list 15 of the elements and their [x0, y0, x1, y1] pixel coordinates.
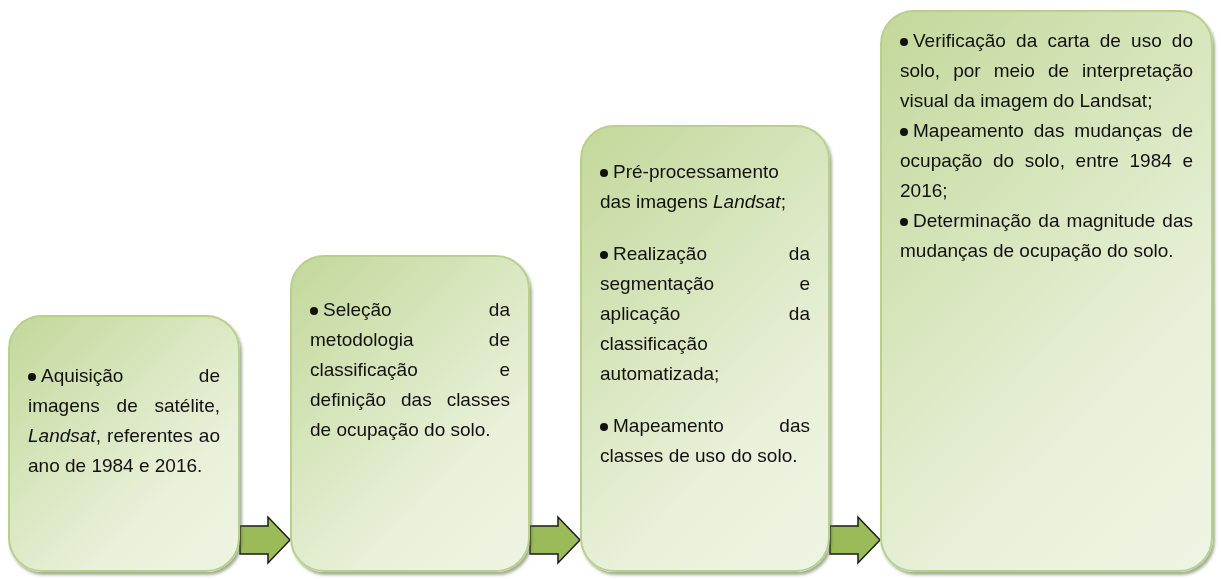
- process-box: [880, 10, 1213, 572]
- block-arrow: [529, 515, 582, 565]
- block-arrow: [829, 515, 882, 565]
- process-box: [8, 315, 240, 572]
- bullet-text: Aquisição de imagens de satélite, Landsat, referentes ao ano de 1984 e 2016.: [28, 361, 220, 481]
- bullet-text: Verificação da carta de uso do solo, por meio de interpretação visual da imagem do Landsat;: [900, 26, 1193, 116]
- block-arrow: [239, 515, 292, 565]
- bullet-text: Mapeamento das classes de uso do solo.: [600, 411, 810, 471]
- process-box: [290, 255, 530, 572]
- bullet-text: Realização da segmentação e aplicação da classificação automatizada;: [600, 239, 810, 389]
- bullet-text: Pré-processamento das imagens Landsat;: [600, 157, 810, 217]
- process-box: [580, 125, 830, 572]
- bullet-text: Determinação da magnitude das mudanças de ocupação do solo.: [900, 206, 1193, 266]
- bullet-text: Seleção da metodologia de classificação e definição das classes de ocupação do solo.: [310, 295, 510, 445]
- bullet-text: Mapeamento das mudanças de ocupação do solo, entre 1984 e 2016;: [900, 116, 1193, 206]
